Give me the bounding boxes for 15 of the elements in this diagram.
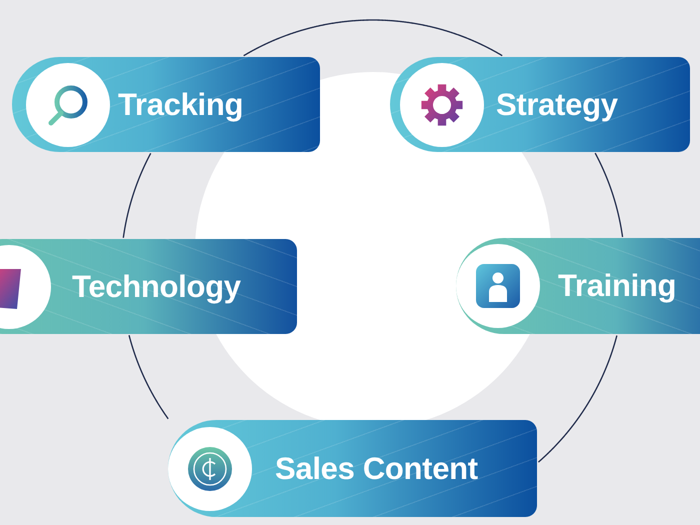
ring-connector [594,152,624,238]
label-card [456,238,700,334]
ring-connector [128,335,169,420]
ring-connector [122,152,152,238]
ring-connector [538,335,618,463]
card-title: Technology [72,268,241,304]
label-card [0,239,297,334]
card-title: Tracking [118,86,244,122]
card-title: Training [558,268,676,304]
label-card [168,420,537,517]
card-title: Sales Content [275,450,478,486]
card-title: Strategy [496,86,618,122]
ring-connector [243,19,503,56]
label-card [12,57,320,152]
label-card [390,57,690,152]
